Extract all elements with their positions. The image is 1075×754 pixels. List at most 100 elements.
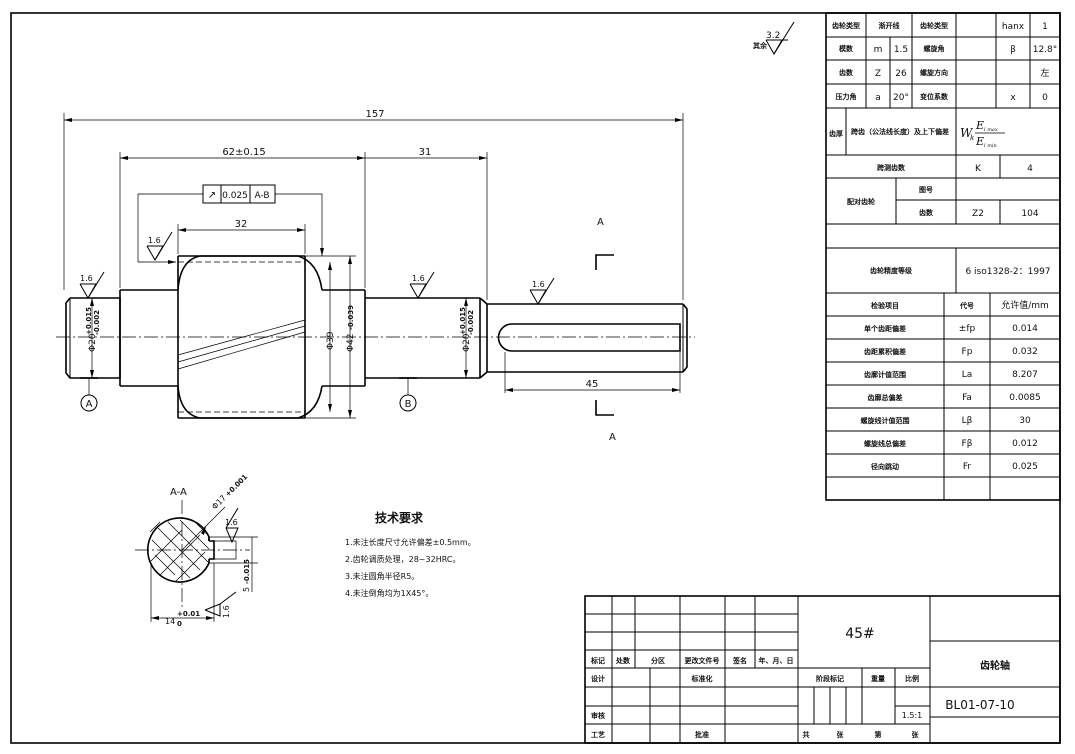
pressure-angle-label: 压力角 <box>836 92 857 101</box>
table-type-label-2: 齿轮类型 <box>920 21 948 30</box>
runout-tolerance-frame: ↗ 0.025 A-B <box>137 184 324 264</box>
mating-teeth-label: 齿数 <box>919 208 934 217</box>
tb-material: 45# <box>845 626 875 642</box>
dim-right-tol-down: -0.002 <box>467 310 475 335</box>
teeth-value: 26 <box>895 69 907 79</box>
datum-a: A <box>80 377 98 412</box>
tb-review: 审核 <box>591 711 605 720</box>
tb-process: 工艺 <box>591 730 605 739</box>
table-type-label: 齿轮类型 <box>832 21 860 30</box>
accuracy-grade-value: 6 iso1328-2：1997 <box>965 267 1050 277</box>
dim-gear-position: 62±0.15 <box>222 147 265 158</box>
tb-scale-label: 比例 <box>905 674 919 683</box>
tech-req-item-4: 4.未注倒角均为1X45°。 <box>345 588 433 598</box>
tb-sheet-total-suffix: 张 <box>837 730 845 739</box>
check-item-value: 0.012 <box>1012 439 1038 449</box>
dim-tip-tol: -0.039 <box>347 305 355 330</box>
table-type-value: 渐开线 <box>879 21 900 30</box>
tb-stage-label: 阶段标记 <box>816 674 844 683</box>
tb-hdr-date: 年、月、日 <box>759 656 794 665</box>
roughness-left-value: 1.6 <box>80 274 93 283</box>
teeth-symbol: Z <box>875 69 881 79</box>
helix-direction-value: 左 <box>1040 67 1049 79</box>
check-item-value: 0.014 <box>1012 324 1038 334</box>
section-dim-14-tol: +0.01 <box>177 610 200 618</box>
table-type-code: hanx <box>1002 22 1025 32</box>
tb-standard: 标准化 <box>691 674 713 683</box>
check-item-value: 0.032 <box>1012 347 1038 357</box>
section-marker-a: A A <box>595 217 616 443</box>
roughness-mid-value: 1.6 <box>412 274 425 283</box>
technical-requirements: 技术要求 1.未注长度尺寸允许偏差±0.5mm。 2.齿轮调质处理，28~32H… <box>345 510 476 598</box>
svg-text:W: W <box>960 126 974 140</box>
check-item-code: Fp <box>962 347 973 357</box>
check-item-value: 0.025 <box>1012 462 1038 472</box>
dim-left-tol-up: +0.015 <box>85 307 93 335</box>
tb-hdr-sign: 签名 <box>732 656 747 665</box>
mating-drawing-no-label: 图号 <box>919 185 933 194</box>
check-item-code: Fr <box>963 462 972 472</box>
svg-text:l max: l max <box>984 127 998 133</box>
tb-hdr-zone: 分区 <box>651 656 665 665</box>
runout-symbol: ↗ <box>208 190 216 201</box>
section-roughness-keyway: 1.6 <box>225 518 238 527</box>
span-formula: W k E l max E l min <box>960 119 1005 149</box>
dim-keyway-length: 45 <box>586 379 599 390</box>
dim-right-diameter: Φ20 <box>462 333 472 352</box>
tb-sheet-num-prefix: 第 <box>875 730 882 739</box>
check-item-value: 8.207 <box>1012 370 1038 380</box>
tb-sheet-total-prefix: 共 <box>803 730 810 739</box>
check-item-code: Fβ <box>962 439 973 449</box>
tb-design: 设计 <box>591 674 605 683</box>
section-diameter: Φ17 <box>210 493 228 511</box>
check-item-code: Lβ <box>962 416 973 426</box>
section-width: 5 <box>242 587 251 592</box>
section-title: A-A <box>170 487 187 498</box>
dim-overall-length: 157 <box>365 109 384 120</box>
tb-weight-label: 重量 <box>871 674 885 683</box>
svg-text:k: k <box>970 134 974 142</box>
datum-a-label: A <box>86 399 93 410</box>
mating-teeth-value: 104 <box>1021 209 1038 219</box>
datum-b: B <box>399 377 417 412</box>
tech-req-item-1: 1.未注长度尺寸允许偏差±0.5mm。 <box>345 537 476 547</box>
dim-mid-length: 31 <box>419 147 432 158</box>
roughness-left: 1.6 <box>79 271 105 300</box>
mating-gear-label: 配对齿轮 <box>847 197 875 206</box>
span-count-label: 跨测齿数 <box>877 163 906 172</box>
section-dim-14: 14 <box>165 617 175 626</box>
tb-hdr-change-doc: 更改文件号 <box>685 656 720 665</box>
check-item-name: 螺旋线计值范围 <box>861 416 910 425</box>
tb-part-name: 齿轮轴 <box>980 659 1010 672</box>
check-item-code: ±fp <box>959 324 976 334</box>
check-item-name: 径向跳动 <box>871 462 899 471</box>
dim-right-tol-up: +0.015 <box>459 307 467 335</box>
shift-coef-label: 变位系数 <box>920 92 949 101</box>
roughness-gear-value: 1.6 <box>148 236 161 245</box>
span-count-value: 4 <box>1027 164 1033 174</box>
check-item-name: 单个齿距偏差 <box>864 324 906 333</box>
tooth-thickness-label: 齿厚 <box>829 129 843 138</box>
section-dim-14-tol-low: 0 <box>177 620 182 628</box>
datum-b-label: B <box>405 399 412 410</box>
helix-direction-label: 螺旋方向 <box>920 68 948 77</box>
section-view-a-a: A-A Φ17 +0.001 5 -0.015 <box>135 473 258 628</box>
tb-sheet-num-suffix: 张 <box>912 730 920 739</box>
tech-req-item-3: 3.未注圆角半径R5。 <box>345 571 419 581</box>
pressure-angle-symbol: a <box>875 93 881 103</box>
dim-root-diameter: Φ39 <box>326 331 336 350</box>
helix-angle-symbol: β <box>1010 45 1016 55</box>
section-diameter-tol: +0.001 <box>224 473 250 499</box>
roughness-mid: 1.6 <box>409 271 435 300</box>
mating-teeth-symbol: Z2 <box>972 209 984 219</box>
tb-approve: 批准 <box>695 730 709 739</box>
dim-left-diameter: Φ20 <box>88 333 98 352</box>
dim-tip-diameter: Φ42 <box>346 333 356 352</box>
dimensions-main: 157 62±0.15 31 32 45 Φ20 +0.015 -0.00 <box>63 109 684 419</box>
check-item-header: 检验项目 <box>871 301 899 310</box>
accuracy-grade-label: 齿轮精度等级 <box>870 266 913 275</box>
helix-angle-label: 螺旋角 <box>924 44 945 53</box>
roughness-general: 其余 3.2 <box>753 21 795 56</box>
tb-scale: 1.5:1 <box>902 711 923 720</box>
